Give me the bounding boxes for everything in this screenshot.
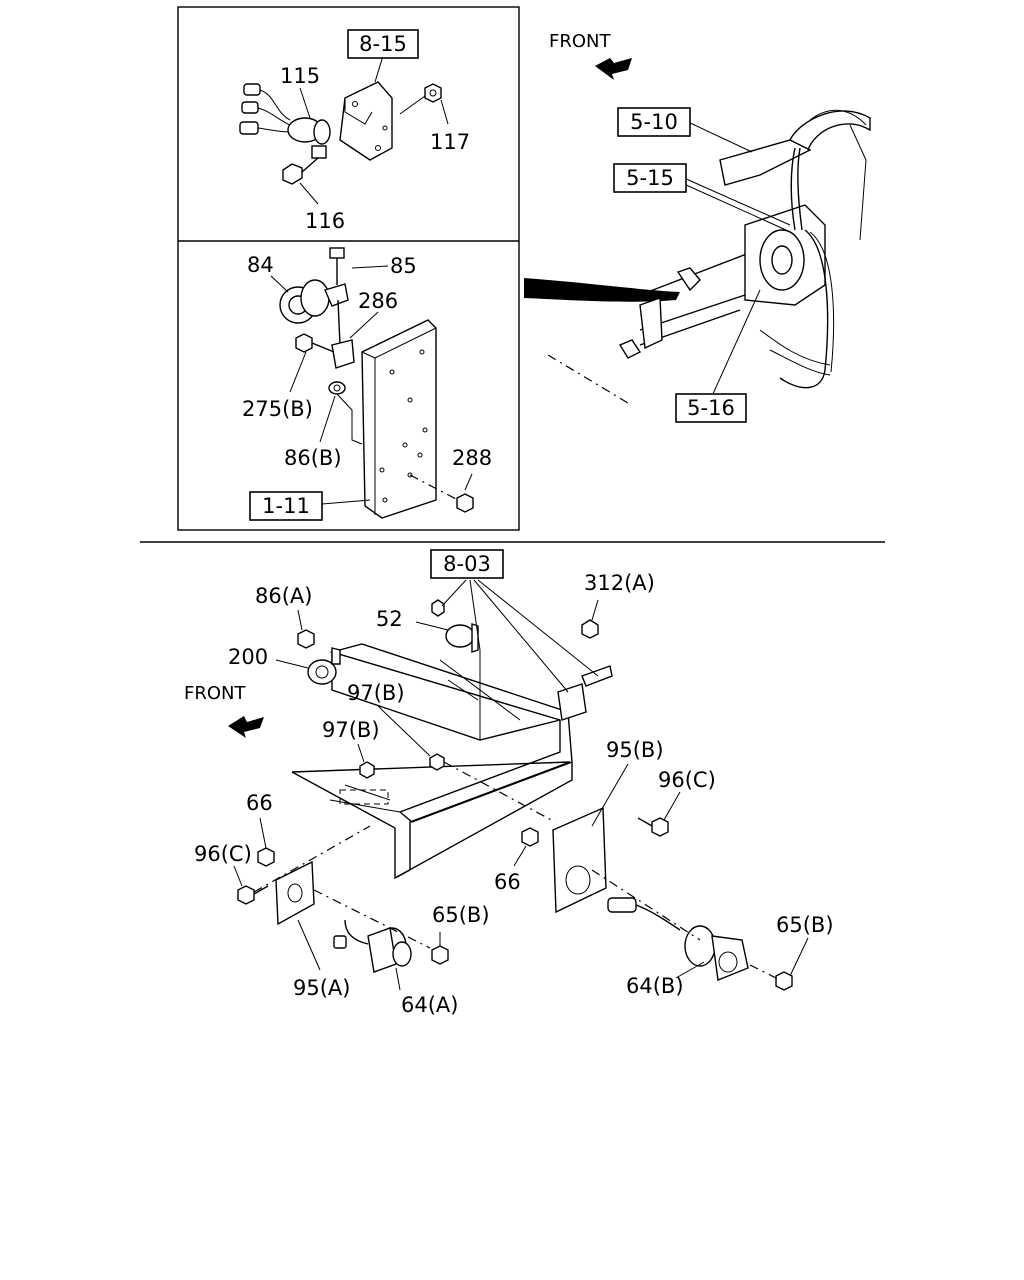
bushing-52 — [445, 624, 475, 648]
sensor-64b — [684, 925, 716, 967]
label-52: 52 — [376, 607, 403, 631]
ref-box-5-16 — [675, 393, 747, 423]
ref-label-8-15: 8-15 — [359, 32, 407, 56]
bracket-8-03 — [557, 683, 587, 721]
nut-66-center — [521, 827, 539, 847]
connector-2 — [241, 101, 259, 114]
frame-tray — [329, 643, 573, 823]
ref-label-8-03: 8-03 — [443, 552, 491, 576]
ref-box-8-15 — [347, 29, 419, 59]
buzzer-bracket-assembly — [270, 247, 474, 519]
label-84: 84 — [247, 253, 274, 277]
nut-117 — [424, 83, 442, 103]
vehicle-view — [524, 109, 871, 404]
front-label-top: FRONT — [549, 31, 611, 52]
label-288: 288 — [452, 446, 492, 470]
label-200: 200 — [228, 645, 268, 669]
bolt-275b — [295, 333, 313, 353]
bolt-96c-right — [651, 817, 669, 837]
ref-label-5-16: 5-16 — [687, 396, 735, 420]
bolt-85 — [329, 247, 345, 259]
label-65b-right: 65(B) — [776, 913, 834, 937]
connector-3 — [239, 121, 259, 135]
bushing-200 — [307, 659, 337, 685]
reference-boxes: 8-15 5-10 5-15 5-16 1-11 8-03 — [249, 29, 747, 579]
sensor-bracket-assembly — [239, 55, 449, 205]
label-65b-center: 65(B) — [432, 903, 490, 927]
label-95b: 95(B) — [606, 738, 664, 762]
bracket-1-11 — [361, 319, 437, 519]
label-64b: 64(B) — [626, 974, 684, 998]
connector-1 — [243, 83, 261, 96]
nut-66-left — [257, 847, 275, 867]
callout-pointer — [524, 278, 680, 302]
front-label-bottom: FRONT — [184, 683, 246, 704]
front-arrow-icon — [595, 58, 632, 80]
label-66-left: 66 — [246, 791, 273, 815]
label-64a: 64(A) — [401, 993, 458, 1017]
nut-97b-right — [429, 753, 445, 771]
front-arrow-icon-lower — [228, 716, 264, 738]
label-86a: 86(A) — [255, 584, 312, 608]
label-312a: 312(A) — [584, 571, 655, 595]
bolt-312a — [581, 619, 599, 639]
bolt-96c-left — [237, 885, 255, 905]
connector-64b — [607, 897, 637, 913]
inset-frame — [177, 6, 520, 531]
ref-box-5-15 — [613, 163, 687, 193]
label-117: 117 — [430, 130, 470, 154]
label-95a: 95(A) — [293, 976, 350, 1000]
ref-box-5-10 — [617, 107, 691, 137]
nut-86a — [297, 629, 315, 649]
frame-bracket — [639, 297, 663, 350]
bolt-116 — [282, 163, 303, 185]
nut-86b — [328, 381, 346, 395]
inset-panel — [177, 6, 520, 531]
bolt-65b-right — [775, 971, 793, 991]
ref-box-8-03 — [430, 549, 504, 579]
label-97b-1: 97(B) — [347, 681, 405, 705]
label-86b: 86(B) — [284, 446, 342, 470]
label-66-center: 66 — [494, 870, 521, 894]
label-85: 85 — [390, 254, 417, 278]
bracket-8-15 — [339, 81, 393, 161]
label-115: 115 — [280, 64, 320, 88]
main-assembly — [233, 579, 809, 991]
ref-box-1-11 — [249, 491, 323, 521]
nut-97b-left — [359, 761, 375, 779]
label-96c-left: 96(C) — [194, 842, 252, 866]
bracket-286 — [324, 283, 349, 307]
label-97b-2: 97(B) — [322, 718, 380, 742]
ref-label-1-11: 1-11 — [262, 494, 310, 518]
plate-95b — [552, 806, 607, 914]
ref-label-5-10: 5-10 — [630, 110, 678, 134]
label-116: 116 — [305, 209, 345, 233]
nut-288 — [456, 493, 474, 513]
label-286: 286 — [358, 289, 398, 313]
plate-95a — [275, 860, 315, 926]
bolt-65b-center — [431, 945, 449, 965]
label-96c-right: 96(C) — [658, 768, 716, 792]
part-labels: FRONT FRONT 115 116 117 84 85 286 275(B)… — [184, 31, 834, 1017]
label-275b: 275(B) — [242, 397, 313, 421]
tank-5-10 — [719, 139, 812, 186]
centerline — [547, 354, 629, 404]
ref-label-5-15: 5-15 — [626, 166, 674, 190]
